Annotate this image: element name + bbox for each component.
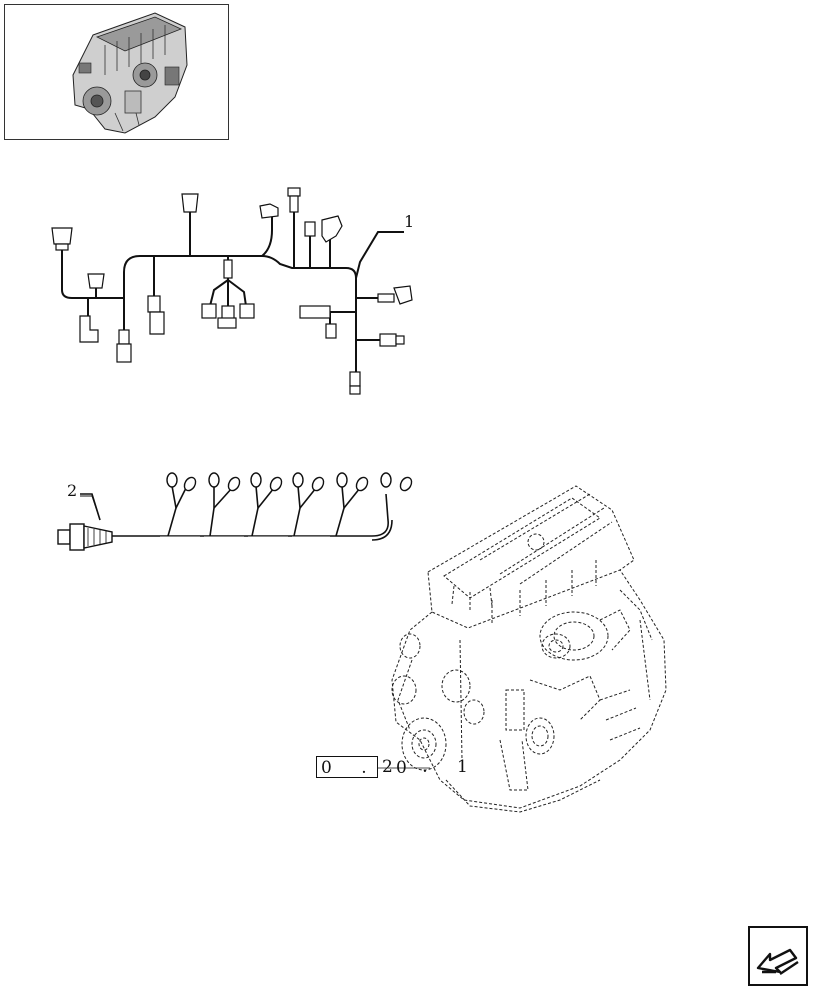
engine-thumbnail-icon (72, 12, 188, 134)
reference-box[interactable]: 0 . 0 (316, 756, 407, 778)
reference-boxed-text: 0 . 0 (321, 758, 419, 778)
harness-2-ring-terminals (166, 472, 413, 492)
callout-1-label: 1 (404, 212, 415, 231)
harness-1-connectors (51, 187, 413, 395)
next-page-arrow-icon (756, 948, 799, 975)
engine-outline (391, 485, 667, 813)
reference-tail-text: 2 . 1 (382, 757, 480, 777)
next-page-button[interactable] (748, 926, 808, 986)
wiring-harness-1 (61, 206, 404, 372)
harness-2-main-connector (57, 523, 330, 551)
wiring-harness-2 (80, 485, 393, 541)
engine-thumbnail (4, 4, 229, 140)
callout-2-label: 2 (67, 481, 78, 500)
